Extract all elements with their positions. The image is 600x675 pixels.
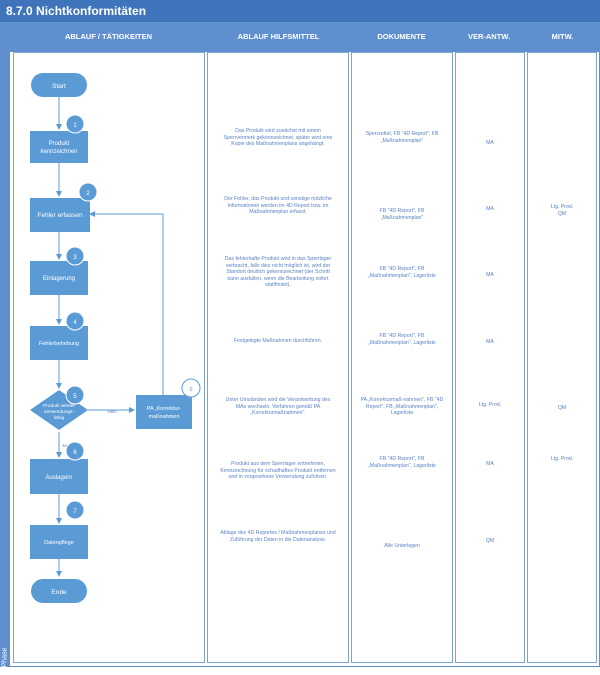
row5-verantw: Ltg. Prod. [478,402,502,408]
phase-column: Phase [0,22,10,667]
step4-number-badge [65,311,85,331]
lane-hilfsmittel [207,52,349,663]
step-fehlerbehebung[interactable] [30,326,88,360]
step5-number: 5 [73,394,77,400]
end-label: Ende [51,589,67,596]
row1-verantw: MA [486,140,494,146]
step-datenpflege[interactable] [30,525,88,559]
table-header: ABLAUF / TÄTIGKEITEN ABLAUF HILFSMITTEL … [10,22,600,52]
step7-label: Datenpflege [44,540,74,546]
row7-verantw: QM [485,538,495,544]
row6-dokumente: FB "4D Report", FB „Maßnahmenplan", Lage… [368,456,436,469]
step1-label-b: kennzeichnen [40,149,77,155]
row3-hilfsmittel: Das fehlerhafte Produkt wird in das Sper… [224,256,332,289]
lane-verantw [455,52,525,663]
step2-label: Fehler erfassen [37,212,83,219]
decision-no-label: Nein [107,409,117,414]
header-mitw: MITW. [551,32,574,41]
step6-number-badge [65,441,85,461]
step5-number-badge [65,385,85,405]
step1-number: 1 [73,123,77,129]
start-label: Start [52,83,66,90]
row6-verantw: MA [486,461,494,467]
side-step-number: 6 [189,387,192,393]
step6-number: 6 [73,450,77,456]
step7-number-badge [65,500,85,520]
header-hilfsmittel: ABLAUF HILFSMITTEL [237,32,320,41]
step-produkt-kennzeichnen[interactable] [30,131,88,163]
step2-number-badge [78,182,98,202]
step4-label: Fehlerbehebung [39,341,79,347]
side-step-label-a: PA „Korrektur- [147,406,182,412]
row5-mitw: QM [557,405,567,411]
row3-dokumente: FB "4D Report", FB „Maßnahmenplan", Lage… [368,266,436,279]
row3-verantw: MA [486,272,494,278]
step-einlagerung[interactable] [30,261,88,295]
row5-hilfsmittel: Unter Umständen wird die Verantwortung d… [225,397,331,417]
row2-dokumente: FB "4D Report", FB „Maßnahmenplan" [379,208,425,221]
step3-label: Einlagerung [43,276,75,282]
start-terminal[interactable] [31,73,87,97]
row4-verantw: MA [486,339,494,345]
step1-number-badge [65,114,85,134]
lane-dokumente [351,52,453,663]
header-ablauf: ABLAUF / TÄTIGKEITEN [64,32,153,41]
end-terminal[interactable] [31,579,87,603]
lane-ablauf [13,52,205,663]
row2-hilfsmittel: Der Fehler, das Produkt und sonstige nüt… [224,196,332,216]
row7-hilfsmittel: Ablage des 4D Reportes / Maßnahmenplanes… [220,530,336,543]
row5-dokumente: PA „Korrekturmaß-nahmen", FB "4D Report"… [360,397,444,417]
decision-yes-label: Ja [62,443,67,448]
header-dokumente: DOKUMENTE [377,32,426,41]
row6-hilfsmittel: Produkt aus dem Sperrlager entnehmen, Ke… [220,461,336,481]
step3-number: 3 [73,255,77,261]
step7-number: 7 [73,509,77,515]
row1-dokumente: Sperrzettel, FB "4D Report", FB „Maßnahm… [365,131,439,144]
row6-mitw: Ltg. Prod. [550,456,574,462]
header-verantw: VER-ANTW. [467,32,511,41]
step6-label: Auslagern [45,475,72,481]
page-title: 8.7.0 Nichtkonformitäten [0,0,600,22]
row2-mitw: Ltg. Prod. QM [550,204,574,217]
decision-label-c: fähig [54,415,65,421]
row7-dokumente: Alle Unterlagen [384,543,420,549]
step3-number-badge [65,246,85,266]
row4-hilfsmittel: Festgelegte Maßnahmen durchführen. [233,338,323,344]
decision-label-b: verwendungs- [44,409,75,415]
row1-hilfsmittel: Das Produkt wird zunächst mit einem Sper… [223,128,333,148]
side-step-label-b: maßnahmen [149,414,180,420]
step-fehler-erfassen[interactable] [30,198,90,232]
step1-label-a: Produkt [49,141,70,147]
step4-number: 4 [73,320,77,326]
lane-mitw [527,52,597,663]
connector-loop-back [89,211,164,395]
step2-number: 2 [86,191,90,197]
side-step-number-badge [181,378,201,398]
row4-dokumente: FB "4D Report", FB „Maßnahmenplan", Lage… [368,333,436,346]
decision-label-a: Produkt wieder [43,403,75,409]
step-korrekturmassnahmen[interactable] [136,395,192,429]
row2-verantw: MA [486,206,494,212]
step-auslagern[interactable] [30,459,88,494]
